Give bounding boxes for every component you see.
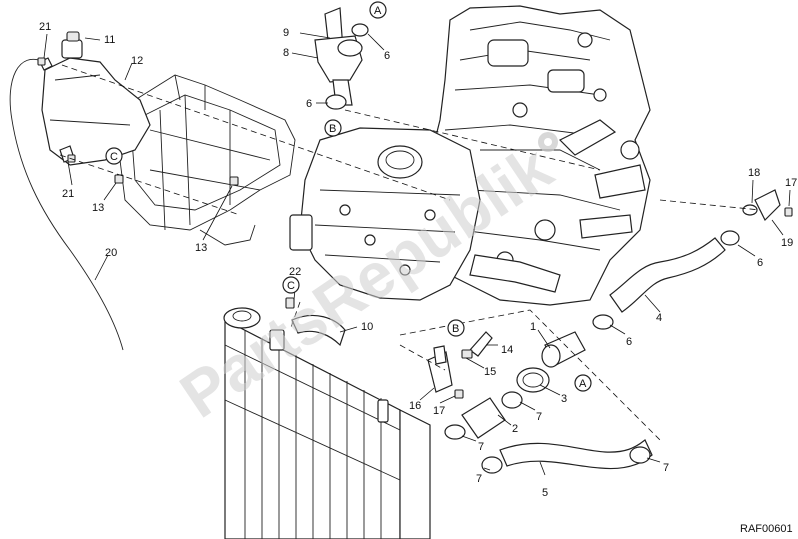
callout: 15 — [484, 366, 496, 378]
callout: 2 — [512, 423, 518, 435]
cylinder-head — [289, 127, 481, 301]
callout: 7 — [478, 441, 484, 453]
callout: 21 — [39, 21, 51, 33]
marker-a-top: A — [369, 1, 387, 19]
marker-c-right: C — [282, 276, 300, 294]
expansion-tank — [39, 31, 151, 166]
marker-label: C — [110, 151, 118, 163]
sensor-fitting — [427, 331, 493, 393]
radiator — [223, 307, 431, 539]
callout: 14 — [501, 344, 513, 356]
fasteners — [37, 57, 793, 399]
callout: 7 — [663, 462, 669, 474]
callout: 9 — [283, 27, 289, 39]
gear-icon — [538, 132, 558, 152]
marker-label: C — [287, 280, 295, 292]
callout: 19 — [781, 237, 793, 249]
callout: 11 — [104, 34, 115, 46]
callout: 6 — [626, 336, 632, 348]
marker-label: A — [579, 378, 587, 390]
frame — [119, 74, 296, 246]
marker-label: B — [329, 123, 336, 135]
callout: 17 — [785, 177, 797, 189]
callout: 21 — [62, 188, 74, 200]
callout: 7 — [476, 473, 482, 485]
callout: 5 — [542, 487, 548, 499]
callout: 16 — [409, 400, 421, 412]
marker-label: B — [452, 323, 459, 335]
callout: 13 — [195, 242, 207, 254]
callout: 17 — [433, 405, 445, 417]
clamps — [325, 23, 781, 474]
callout: 20 — [105, 247, 117, 259]
callout: 12 — [131, 55, 143, 67]
diagram-reference-code: RAF00601 — [740, 523, 793, 535]
marker-a-bottom: A — [574, 374, 592, 392]
callout: 7 — [536, 411, 542, 423]
leader-lines — [43, 32, 791, 476]
callout: 10 — [361, 321, 373, 333]
callout: 22 — [289, 266, 301, 278]
callout: 4 — [656, 312, 662, 324]
assembly-lines — [59, 64, 761, 441]
callout-numbers: 1 2 3 4 5 6 6 6 6 7 7 7 7 8 9 10 11 12 1… — [39, 21, 797, 499]
connection-markers: A A B B C C — [105, 1, 592, 392]
overflow-hose — [9, 58, 124, 351]
callout: 6 — [306, 98, 312, 110]
callout: 8 — [283, 47, 289, 59]
marker-b-bottom: B — [447, 319, 465, 337]
marker-label: A — [374, 5, 382, 17]
callout: 13 — [92, 202, 104, 214]
callout: 6 — [757, 257, 763, 269]
hoses — [291, 237, 726, 470]
callout: 3 — [561, 393, 567, 405]
callout: 18 — [748, 167, 760, 179]
marker-c-left: C — [105, 147, 123, 165]
callout: 6 — [384, 50, 390, 62]
callout: 1 — [530, 321, 536, 333]
upper-fitting — [314, 7, 363, 106]
marker-b-top: B — [324, 119, 342, 137]
